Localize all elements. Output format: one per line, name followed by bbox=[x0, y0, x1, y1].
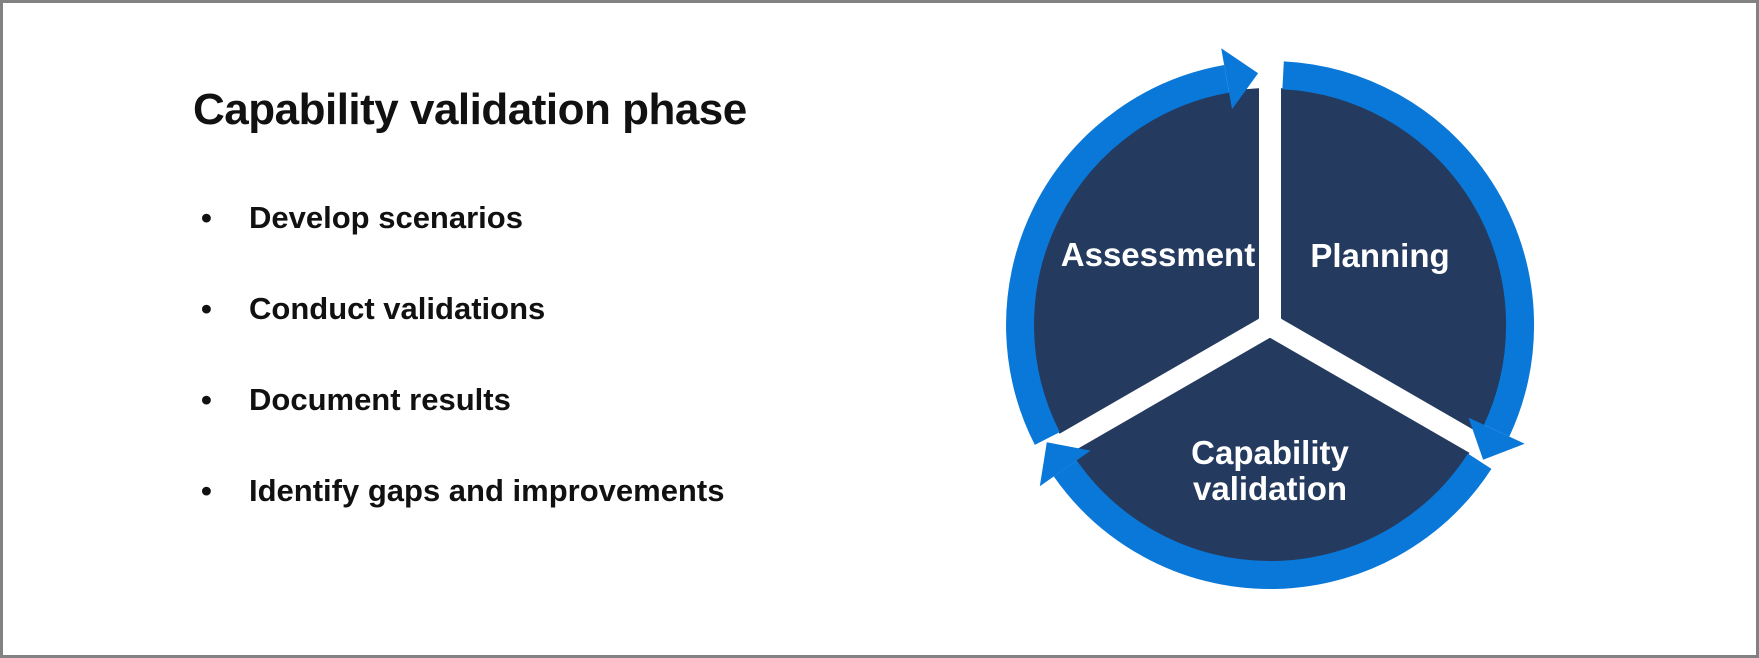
page-title: Capability validation phase bbox=[193, 85, 747, 134]
list-item: Conduct validations bbox=[199, 290, 724, 328]
cycle-arrowheads bbox=[1039, 48, 1525, 487]
cycle-diagram: Assessment Planning Capability validatio… bbox=[1006, 33, 1534, 590]
arrowhead-right-icon bbox=[1468, 417, 1525, 460]
arrowhead-left-icon bbox=[1039, 442, 1091, 487]
cycle-arrow-arc-validation bbox=[1053, 453, 1492, 590]
list-item: Document results bbox=[199, 381, 724, 419]
cycle-arrow-arc-assessment bbox=[1006, 65, 1230, 445]
arrowhead-top-icon bbox=[1221, 48, 1259, 110]
divider-hub bbox=[1257, 312, 1283, 338]
cycle-arrow-arc-planning bbox=[1282, 61, 1534, 437]
segment-label-capability-line2: validation bbox=[1193, 470, 1347, 507]
segment-label-assessment: Assessment bbox=[1061, 236, 1255, 273]
list-item: Develop scenarios bbox=[199, 199, 724, 237]
segment-label-capability-line1: Capability bbox=[1191, 434, 1349, 471]
bullet-list: Develop scenarios Conduct validations Do… bbox=[199, 199, 724, 563]
list-item: Identify gaps and improvements bbox=[199, 472, 724, 510]
cycle-ring bbox=[1006, 61, 1534, 590]
segment-label-planning: Planning bbox=[1310, 237, 1449, 274]
